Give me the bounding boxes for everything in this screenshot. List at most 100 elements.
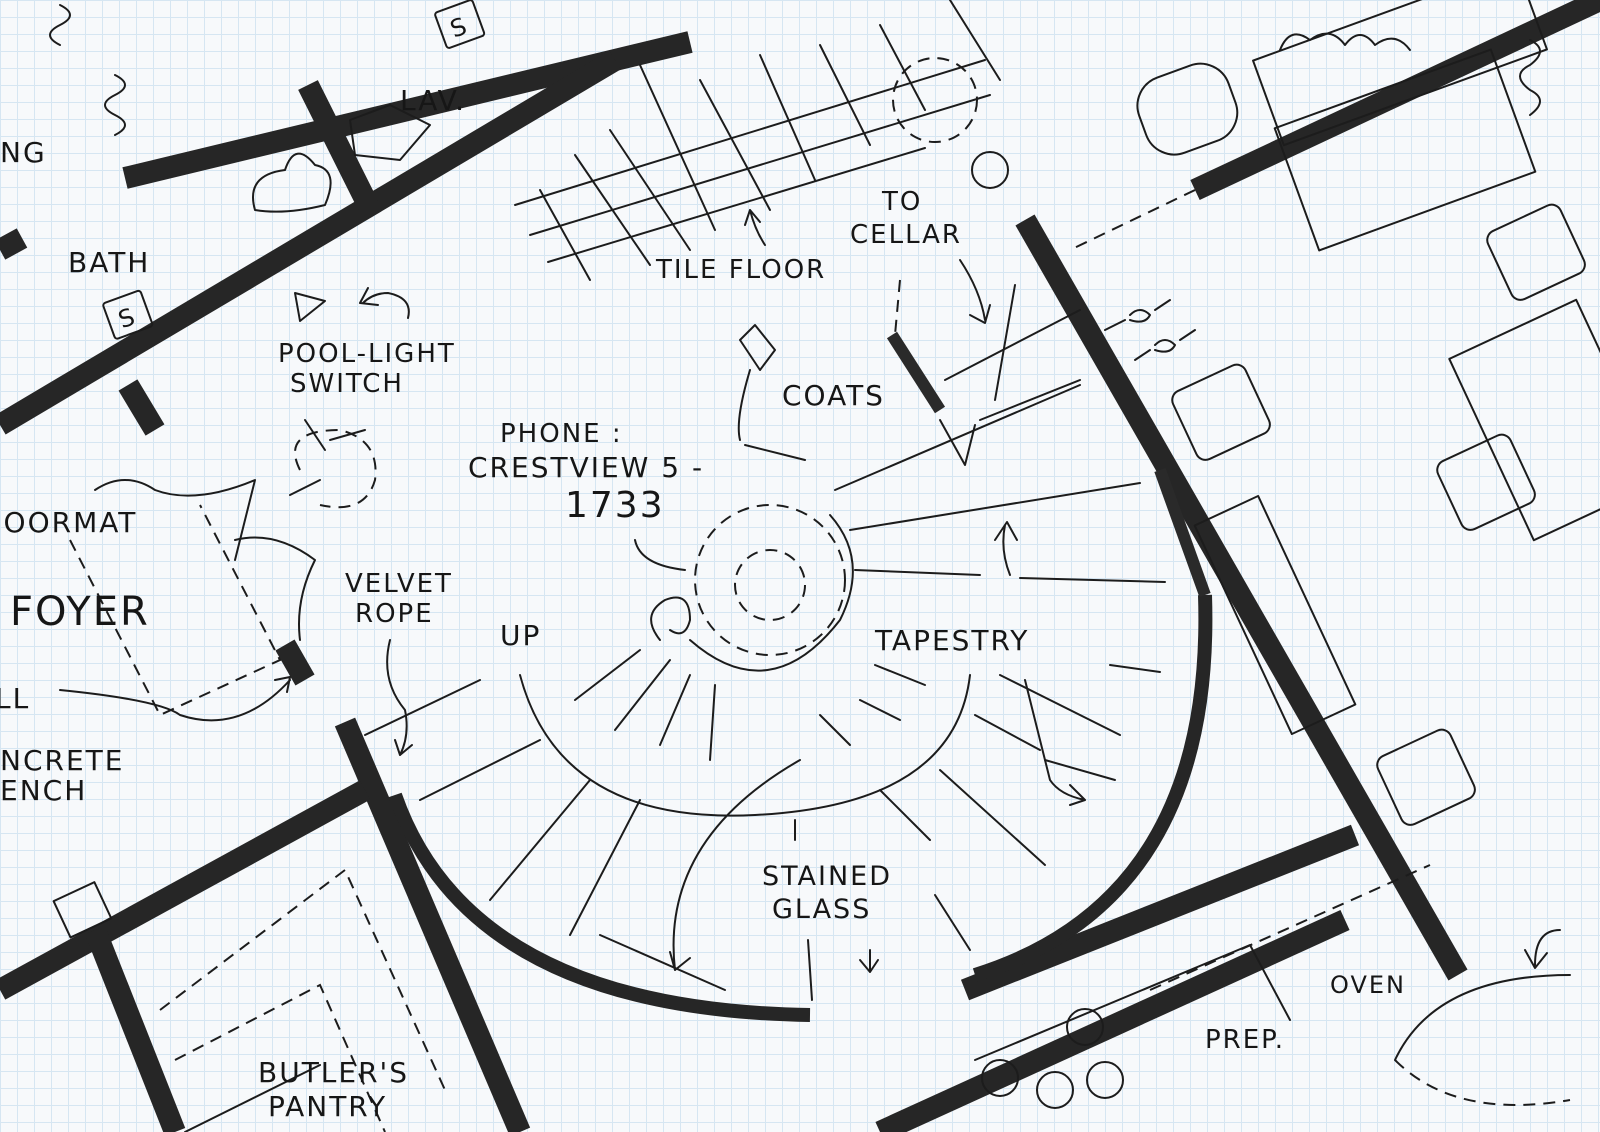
pool-switch-circle <box>294 428 377 509</box>
coats-bracket <box>939 419 976 466</box>
arrow-velvet <box>386 639 413 756</box>
stair-hall-east-wall <box>1015 214 1468 981</box>
tread <box>999 674 1121 736</box>
tread <box>974 714 1041 751</box>
prep-counter <box>974 944 1291 1061</box>
arrow-cellar <box>959 259 991 324</box>
tread <box>489 779 591 901</box>
curved-wall-return <box>1154 467 1211 598</box>
pantry-wall <box>84 925 186 1132</box>
pool-switch-triangle <box>294 292 326 322</box>
sofa <box>1273 48 1537 252</box>
label-to-cellar-2: CELLAR <box>850 220 962 250</box>
label-oven: OVEN <box>1330 971 1406 999</box>
tread <box>849 482 1141 531</box>
labels: NG LAV. BATH S S TILE FLOOR TO CELLAR PO… <box>0 0 1406 1123</box>
fixtures <box>49 0 1600 1109</box>
planter-squiggle <box>1279 32 1411 51</box>
pantry-dashed-2 <box>174 983 386 1132</box>
foyer-stub-wall <box>0 228 28 260</box>
switch-symbol-1: S <box>434 0 486 49</box>
tread <box>1044 759 1116 781</box>
cellar-door-post <box>886 331 946 414</box>
velvet-rope-line <box>234 536 316 641</box>
kitchen-dashed <box>1149 864 1431 991</box>
tread <box>874 664 926 686</box>
stair-hall-west-wall <box>334 717 531 1132</box>
burner-4 <box>1086 1061 1124 1099</box>
tread <box>709 684 716 761</box>
tread <box>879 789 931 841</box>
stair-newel-inner <box>734 549 806 621</box>
tread <box>419 739 541 801</box>
tread <box>364 679 481 736</box>
tread <box>807 939 813 1001</box>
doormat-squiggle <box>94 479 256 561</box>
label-phone-1: PHONE : <box>500 419 623 449</box>
stair-inner-stringer <box>689 514 854 672</box>
coats-rail <box>944 309 1081 421</box>
coats-hanger <box>737 324 776 441</box>
label-butler-2: PANTRY <box>268 1090 387 1123</box>
hooks-2 <box>1134 329 1196 361</box>
svg-text:S: S <box>115 302 141 334</box>
cellar-line <box>994 284 1016 401</box>
tread <box>854 569 981 576</box>
hooks-1 <box>1104 299 1171 331</box>
burner-3 <box>1036 1071 1074 1109</box>
coats-line <box>744 444 806 461</box>
label-concrete-1: NCRETE <box>0 744 124 777</box>
label-foyer: FOYER <box>10 589 150 635</box>
planter-squiggle-2 <box>1519 39 1541 116</box>
bath-partition-wall <box>298 80 378 210</box>
lav-sink <box>349 104 431 161</box>
burner-1 <box>1066 1008 1104 1046</box>
bath-door-jamb <box>118 379 165 436</box>
label-doormat: DOORMAT <box>0 506 137 539</box>
label-velvet-2: ROPE <box>355 599 434 629</box>
label-phone-3: 1733 <box>565 485 665 526</box>
cellar-dashed <box>1069 189 1196 251</box>
label-tile-floor: TILE FLOOR <box>655 255 826 285</box>
north-wall-lower <box>0 50 621 435</box>
tread <box>819 714 851 746</box>
arrow-stained <box>859 949 879 973</box>
side-table-4 <box>1486 203 1586 301</box>
label-pool-light-1: POOL-LIGHT <box>278 339 456 369</box>
tread <box>659 674 691 746</box>
label-phone-2: CRESTVIEW 5 - <box>468 451 704 484</box>
valve-circle <box>971 151 1009 189</box>
label-tapestry: TAPESTRY <box>874 624 1029 657</box>
tread <box>599 934 726 991</box>
annotations <box>52 189 1561 1132</box>
label-prep: PREP. <box>1205 1025 1285 1055</box>
arrow-long-curve <box>669 759 801 971</box>
tread <box>574 649 641 701</box>
foyer-door-jamb <box>275 639 315 686</box>
tub-wave-2 <box>49 4 71 46</box>
side-table-1 <box>1171 363 1271 461</box>
curved-stair-wall <box>388 792 811 1022</box>
cellar-dashed-2 <box>894 279 901 336</box>
arrow-tapestry <box>1024 679 1086 806</box>
label-butler-1: BUTLER'S <box>258 1056 409 1089</box>
planter-box <box>1252 0 1548 147</box>
tread <box>569 799 641 936</box>
label-up: UP <box>500 619 541 652</box>
pantry-counter <box>184 1064 321 1132</box>
stair-newel-outer <box>694 504 846 656</box>
hatched-post <box>52 881 113 939</box>
doormat-outline <box>69 504 282 717</box>
tread <box>834 384 1081 491</box>
label-ng: NG <box>0 136 47 169</box>
tread <box>934 894 971 951</box>
arrow-pool-switch <box>359 287 410 319</box>
label-stained-2: GLASS <box>772 894 871 925</box>
arrow-tile-floor <box>744 209 766 246</box>
label-bath: BATH <box>68 246 150 279</box>
oven-door-arc <box>1394 974 1571 1061</box>
label-coats: COATS <box>782 379 885 412</box>
burner-2 <box>981 1059 1019 1097</box>
